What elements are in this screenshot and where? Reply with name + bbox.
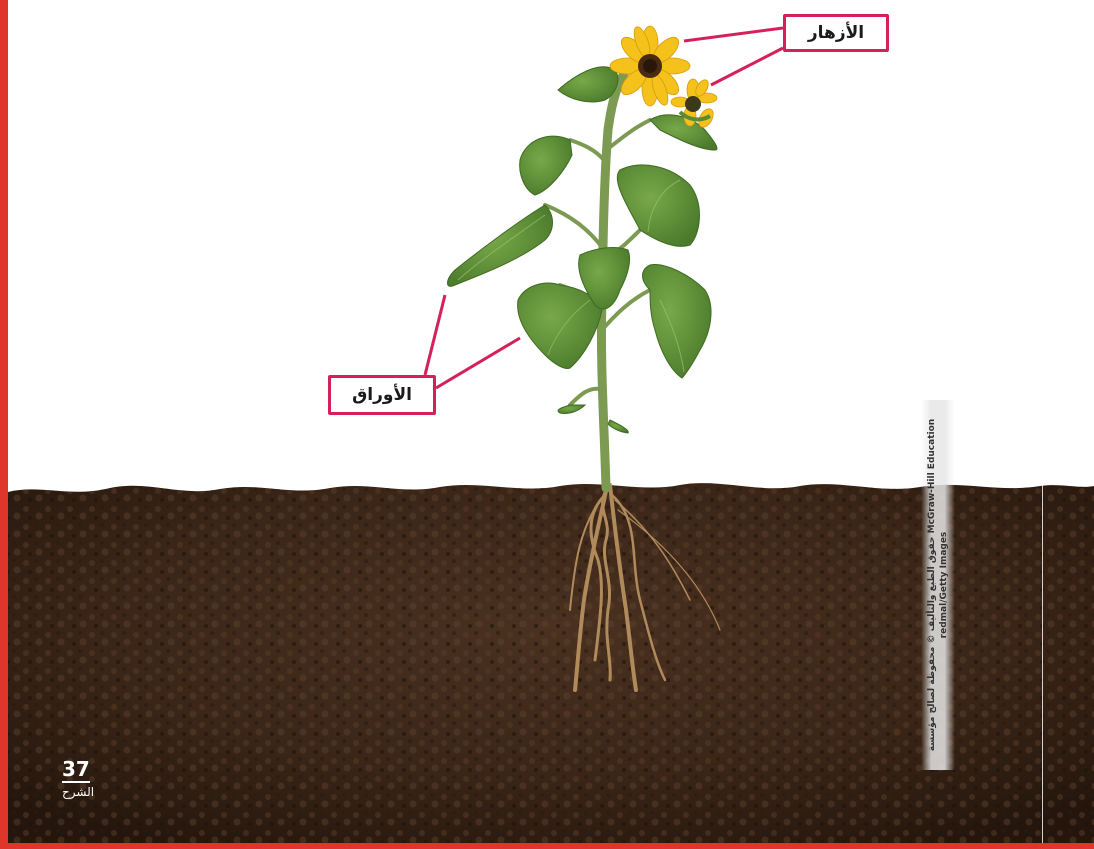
bottom-border: [0, 843, 1094, 849]
page-number-block: 37 الشرح: [62, 758, 118, 799]
copyright-text: حقوق الطبع والتأليف © محفوظة لصالح مؤسسة…: [921, 400, 955, 770]
copyright-line-2: redmal/Getty Images: [938, 532, 950, 639]
copyright-strip: حقوق الطبع والتأليف © محفوظة لصالح مؤسسة…: [921, 400, 955, 770]
leaves-label: الأوراق: [328, 375, 436, 415]
page-fold-line: [1042, 485, 1043, 843]
sunflower-large: [610, 25, 690, 107]
copyright-line-1: حقوق الطبع والتأليف © محفوظة لصالح مؤسسة…: [926, 419, 938, 751]
page-number: 37: [62, 758, 90, 783]
section-name: الشرح: [62, 785, 118, 799]
flowers-label: الأزهار: [783, 14, 889, 52]
leaves: [448, 67, 717, 433]
flowers-label-text: الأزهار: [808, 23, 864, 43]
leaves-label-text: الأوراق: [352, 385, 412, 405]
left-border: [0, 0, 8, 849]
